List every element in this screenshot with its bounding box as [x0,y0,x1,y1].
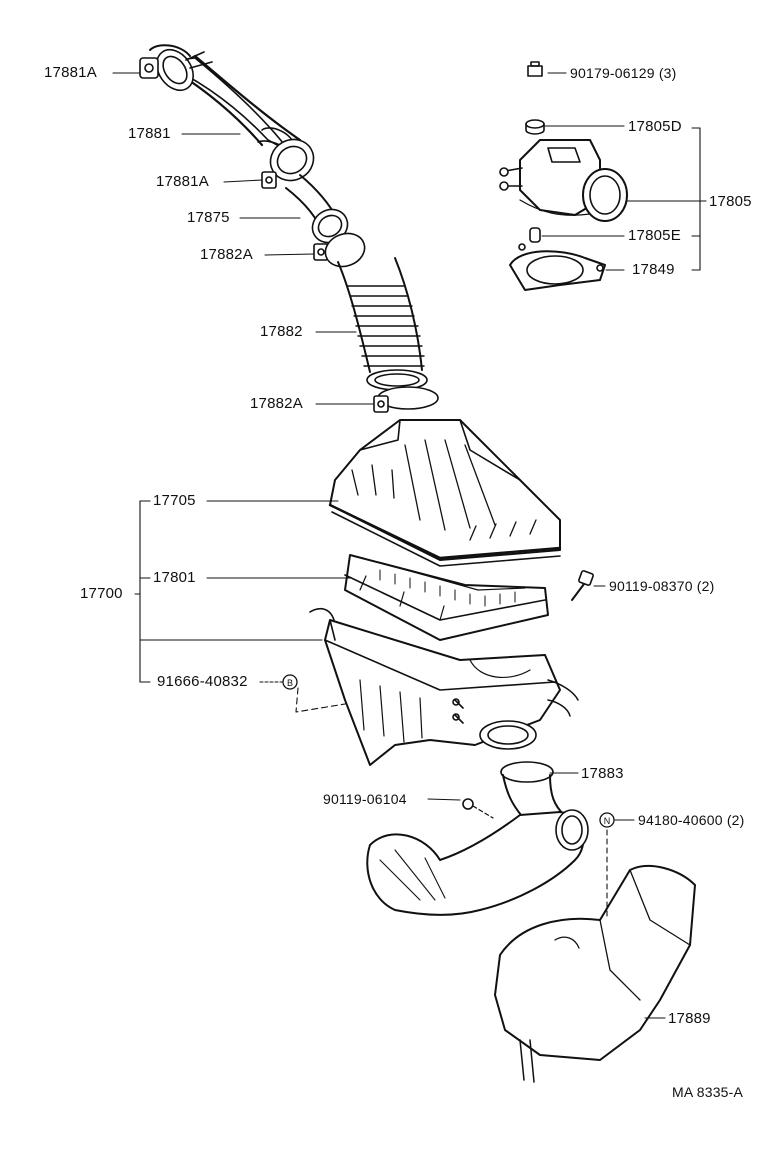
throttle-body-17805 [499,139,628,222]
gasket-17849 [509,243,606,291]
callout-17883: 17883 [581,765,624,782]
marker-n-circle [599,812,615,828]
air-cleaner-cap-17705 [328,419,562,567]
callout-17881A-mid: 17881A [156,173,209,190]
cap-17805D [525,119,545,135]
callout-17882A-top: 17882A [200,246,253,263]
callout-17881A-top: 17881A [44,64,97,81]
callout-17801: 17801 [153,569,196,586]
callout-17805E: 17805E [628,227,681,244]
callout-17849: 17849 [632,261,675,278]
marker-b: B [287,678,293,688]
callout-17705: 17705 [153,492,196,509]
inlet-duct [366,798,589,916]
callout-17875: 17875 [187,209,230,226]
diagram-code: MA 8335-A [672,1084,744,1100]
callout-94180-40600: 94180-40600 (2) [638,812,745,828]
clamp-17882A-low [373,386,439,413]
callout-90179-06129: 90179-06129 (3) [570,65,677,81]
resonator-17889 [494,865,696,1083]
callout-91666-40832: 91666-40832 [157,673,248,690]
callout-17700: 17700 [80,585,123,602]
nut-90179 [527,61,543,77]
bellows-hose-17882 [337,257,428,391]
callout-17881: 17881 [128,125,171,142]
callout-17805D: 17805D [628,118,682,135]
filter-element-17801 [344,554,549,641]
leader-lines [112,72,707,1019]
hose-17883 [500,761,565,816]
marker-b-circle [282,674,298,690]
clamp-17881A-top [139,44,191,79]
callout-17882A-low: 17882A [250,395,303,412]
marker-n: N [604,816,611,826]
callout-90119-06104: 90119-06104 [323,791,407,807]
bolt-90119-08370 [571,570,594,601]
intake-hose-17881 [156,48,302,161]
callout-17805: 17805 [709,193,752,210]
callout-17889: 17889 [668,1010,711,1027]
sleeve-17805E [529,227,541,243]
air-cleaner-case [309,607,579,766]
clamp-17882A-top [313,232,366,268]
callout-90119-08370: 90119-08370 (2) [609,578,715,594]
callout-17882: 17882 [260,323,303,340]
